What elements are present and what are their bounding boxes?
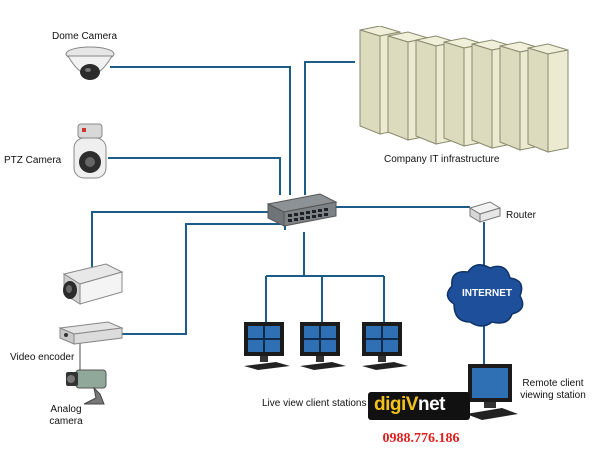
remote-client-label: Remote client viewing station — [512, 378, 594, 402]
server-rack-icon — [359, 26, 569, 153]
brand-logo-box — [368, 392, 470, 420]
router-icon — [468, 201, 502, 223]
client-station-1-icon — [244, 322, 290, 370]
dome-link — [110, 66, 291, 195]
network-switch-icon — [266, 193, 338, 227]
internet-cloud-icon — [446, 264, 524, 327]
remote-client-label-line1: Remote client — [522, 378, 584, 389]
remote-client-label-line2: viewing station — [520, 390, 586, 401]
brand-logo-text-right: net — [417, 394, 446, 415]
ptz-camera-label: PTZ Camera — [4, 155, 62, 166]
live-view-label: Live view client stations — [262, 398, 367, 409]
brand-logo: digiVnet — [368, 392, 470, 432]
encoder-link — [122, 223, 286, 335]
router-label: Router — [506, 210, 537, 221]
client-station-2-icon — [300, 322, 346, 370]
brand-phone: 0988.776.186 — [382, 431, 460, 446]
internet-label: INTERNET — [462, 288, 512, 299]
brand-logo-text-left: digi — [374, 394, 406, 415]
ptz-link — [108, 157, 281, 195]
dome-camera-icon — [65, 46, 115, 80]
ptz-camera-icon — [73, 123, 107, 179]
server-7 — [527, 43, 569, 153]
analog-camera-label-line2: camera — [49, 416, 83, 427]
analog-camera-label-line1: Analog — [50, 404, 82, 415]
dome-camera-label: Dome Camera — [52, 31, 118, 42]
server-link — [304, 61, 355, 195]
box-camera-icon — [62, 263, 124, 305]
video-encoder-label: Video encoder — [10, 352, 75, 363]
brand-logo-mark: V — [405, 394, 419, 415]
analog-camera-label: Analog camera — [40, 404, 92, 428]
video-encoder-icon — [58, 321, 124, 345]
analog-camera-icon — [66, 369, 107, 405]
brand-logo-text: digiVnet — [374, 394, 445, 416]
box-camera-link — [91, 211, 270, 272]
company-it-label: Company IT infrastructure — [384, 154, 500, 165]
remote-station-icon — [466, 364, 518, 420]
client-station-3-icon — [362, 322, 408, 370]
